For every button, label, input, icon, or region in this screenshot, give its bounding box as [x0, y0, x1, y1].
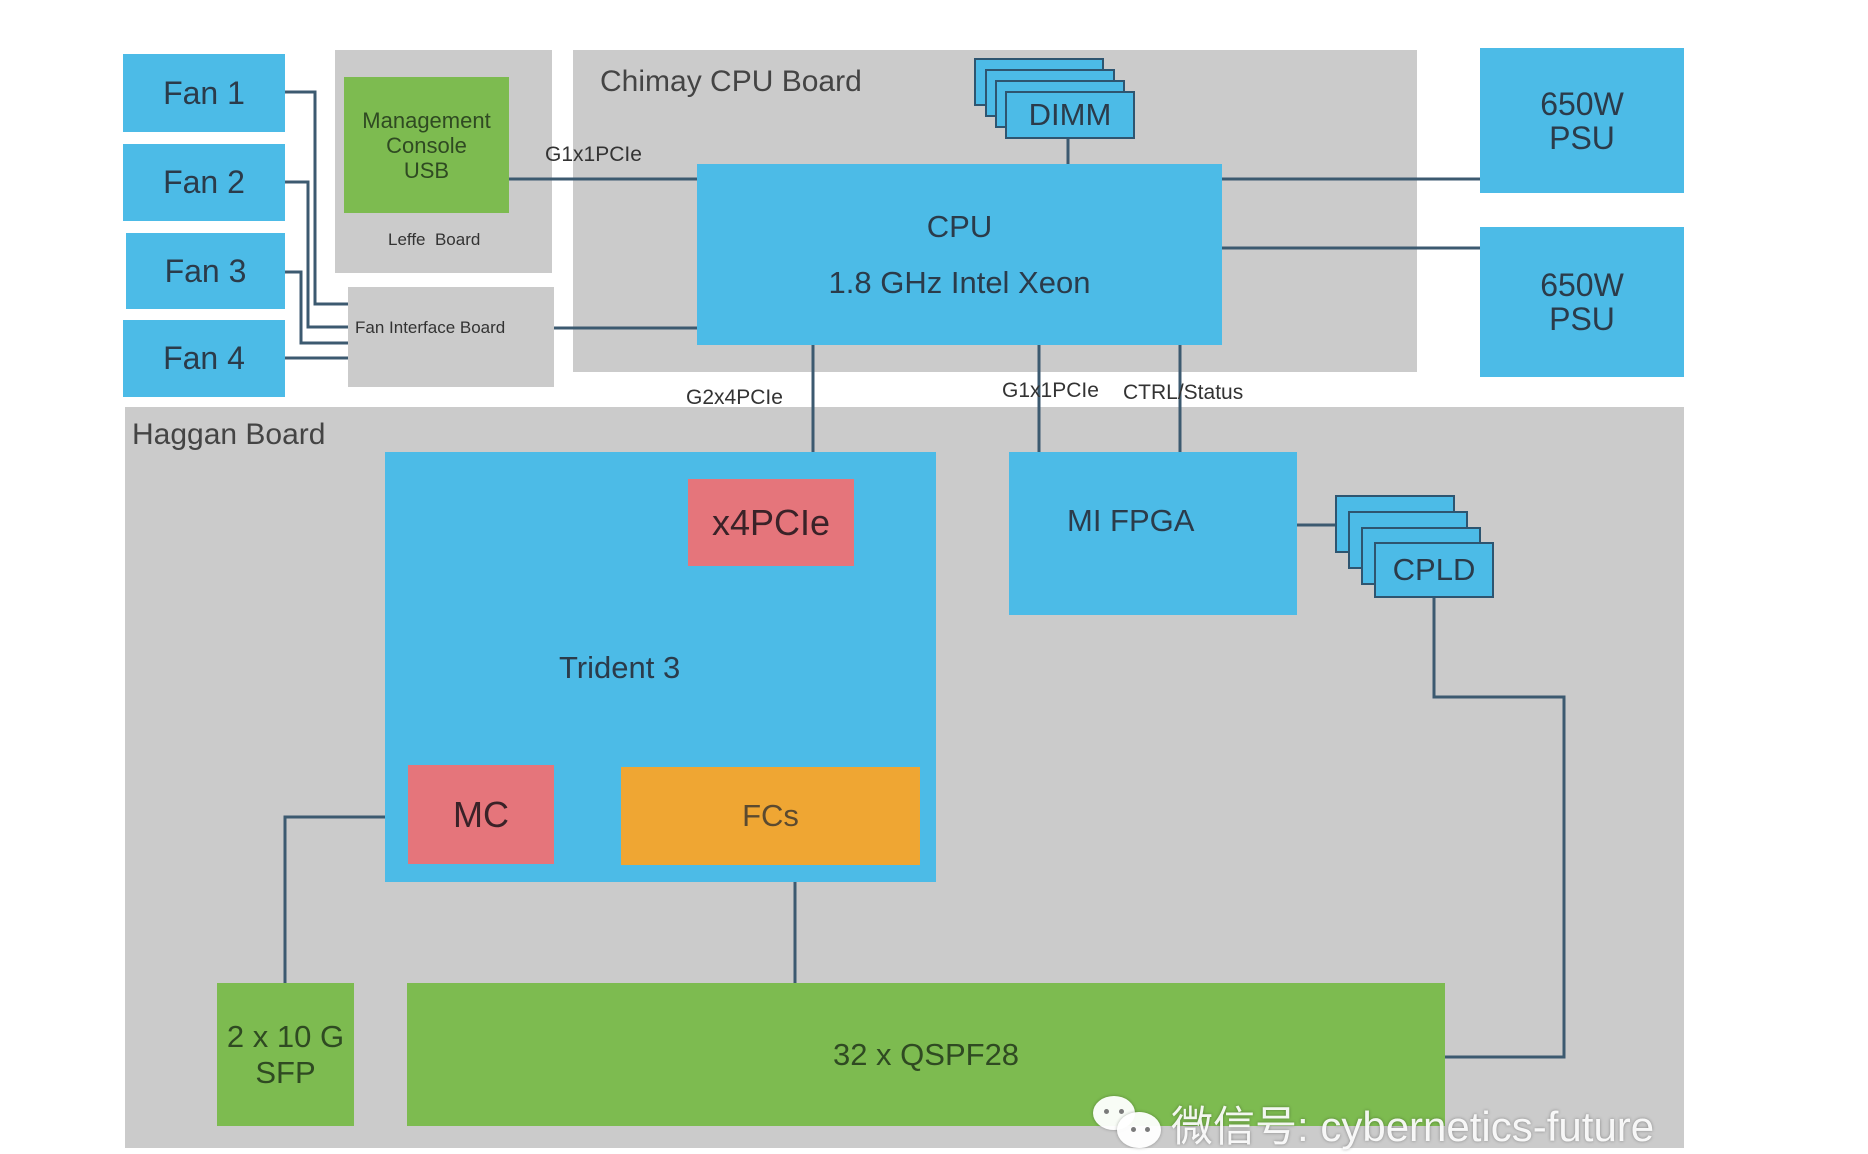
dimm: DIMM — [1005, 91, 1135, 139]
cpld: CPLD — [1374, 542, 1494, 598]
fan-4-label: Fan 4 — [163, 340, 245, 376]
mgmt-line-1: Management — [362, 107, 491, 133]
watermark-text: 微信号: cybernetics-future — [1171, 1103, 1655, 1150]
fan-2-label: Fan 2 — [163, 164, 245, 200]
link-label-cpu-trident: G2x4PCIe — [686, 386, 783, 409]
mgmt-line-3: USB — [403, 157, 450, 183]
trident-3-label: Trident 3 — [559, 650, 681, 685]
cpld-label: CPLD — [1392, 552, 1476, 587]
cpu-title: CPU — [926, 208, 993, 244]
psu-1-line-2: PSU — [1549, 119, 1615, 156]
fcs-label: FCs — [742, 798, 799, 833]
fan-2: Fan 2 — [123, 144, 285, 221]
psu-2-line-1: 650W — [1540, 267, 1624, 303]
psu-2: 650W PSU — [1480, 227, 1684, 377]
cpu: CPU 1.8 GHz Intel Xeon — [697, 164, 1222, 345]
dimm-label: DIMM — [1028, 97, 1112, 132]
mi-fpga — [1009, 452, 1297, 615]
haggan-board-label: Haggan Board — [132, 418, 326, 451]
mc-label: MC — [453, 793, 509, 835]
link-label-ctrl-status: CTRL/Status — [1123, 381, 1244, 404]
fan-1: Fan 1 — [123, 54, 285, 132]
x4pcie: x4PCIe — [688, 479, 854, 566]
chimay-board-label: Chimay CPU Board — [600, 65, 862, 98]
qsfp28-ports: 32 x QSPF28 — [407, 983, 1445, 1126]
wire-fan3 — [285, 270, 348, 345]
sfp-line-1: 2 x 10 G — [226, 1018, 345, 1054]
fan-4: Fan 4 — [123, 320, 285, 397]
fan-interface-board-label: Fan Interface Board — [355, 318, 506, 337]
mc: MC — [408, 765, 554, 864]
fan-1-label: Fan 1 — [163, 74, 245, 111]
mi-fpga-label: MI FPGA — [1067, 503, 1195, 538]
fan-3-label: Fan 3 — [164, 252, 247, 289]
fan-3: Fan 3 — [126, 233, 285, 309]
fcs: FCs — [621, 767, 920, 865]
watermark: 微信号: cybernetics-future — [1093, 1093, 1654, 1154]
qsfp28-label: 32 x QSPF28 — [832, 1036, 1020, 1072]
sfp-line-2: SFP — [255, 1054, 316, 1090]
x4pcie-label: x4PCIe — [711, 501, 831, 543]
leffe-board-label: Leffe Board — [388, 230, 481, 249]
psu-1-line-1: 650W — [1540, 85, 1624, 122]
mgmt-line-2: Console — [386, 132, 467, 158]
psu-2-line-2: PSU — [1549, 301, 1615, 337]
psu-1: 650W PSU — [1480, 48, 1684, 193]
management-console-usb: Management Console USB — [344, 77, 509, 213]
link-label-cpu-fpga: G1x1PCIe — [1002, 379, 1099, 402]
sfp-ports: 2 x 10 G SFP — [217, 983, 354, 1126]
fan-interface-board — [348, 287, 554, 387]
link-label-mgmt-cpu: G1x1PCIe — [545, 143, 642, 166]
wechat-icon — [1093, 1095, 1163, 1152]
cpu-subtitle: 1.8 GHz Intel Xeon — [828, 264, 1091, 300]
